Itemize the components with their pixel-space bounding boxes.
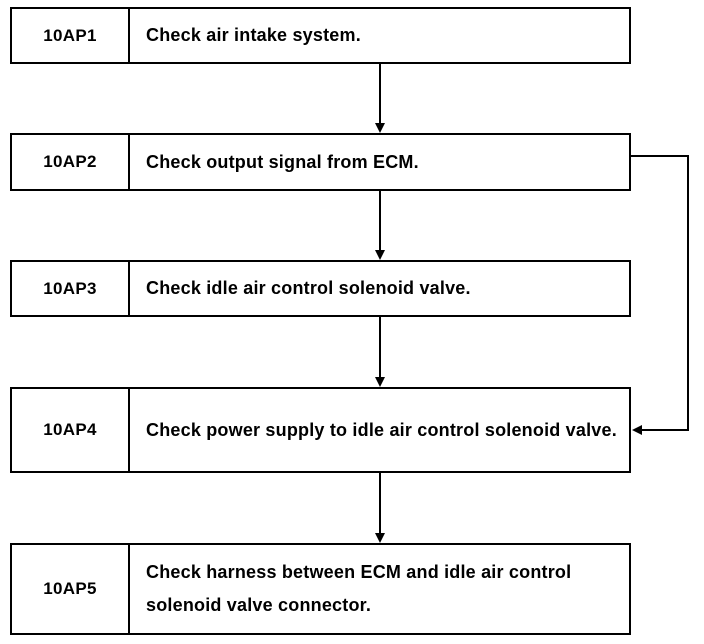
step-code: 10AP2 [12,135,130,189]
step-10ap4: 10AP4 Check power supply to idle air con… [10,387,631,473]
step-text: Check output signal from ECM. [146,151,419,172]
step-10ap2: 10AP2 Check output signal from ECM. [10,133,631,191]
step-code: 10AP5 [12,545,130,633]
step-code: 10AP1 [12,9,130,62]
step-text: Check air intake system. [146,25,361,45]
step-10ap1: 10AP1 Check air intake system. [10,7,631,64]
arrow-step2-to-step4-bypass [631,155,689,435]
step-10ap3: 10AP3 Check idle air control solenoid va… [10,260,631,317]
step-text: Check idle air control solenoid valve. [146,278,471,298]
step-code: 10AP4 [12,389,130,471]
step-text: Check harness between ECM and idle air c… [146,562,572,615]
step-10ap5: 10AP5 Check harness between ECM and idle… [10,543,631,635]
step-text: Check power supply to idle air control s… [146,419,617,440]
step-code: 10AP3 [12,262,130,315]
